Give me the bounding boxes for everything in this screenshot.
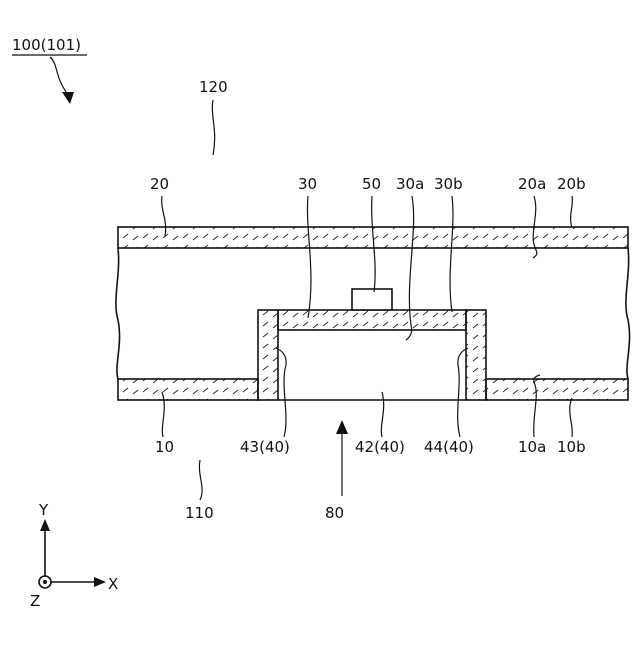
region-bottom-leader xyxy=(199,460,202,500)
right-break-edge xyxy=(626,248,630,379)
bottom-substrate-left xyxy=(118,379,258,400)
x-axis-arrowhead xyxy=(94,577,106,587)
region-top-label: 120 xyxy=(199,78,228,96)
substrate-bottom-outer-leader xyxy=(570,398,573,437)
substrate-top-outer-label: 20b xyxy=(557,175,586,193)
figure-ref-label: 100(101) xyxy=(12,36,81,54)
cap-outer-leader xyxy=(450,196,453,312)
substrate-top-inner-label: 20a xyxy=(518,175,546,193)
figure-ref-leader xyxy=(50,57,66,92)
substrate-top-outer-leader xyxy=(571,196,573,228)
y-axis-arrowhead xyxy=(40,519,50,531)
x-axis-label: X xyxy=(108,575,118,593)
cap-label: 30 xyxy=(298,175,317,193)
cavity-label: 42(40) xyxy=(355,438,405,456)
region-bottom-label: 110 xyxy=(185,504,214,522)
z-axis-label: Z xyxy=(30,592,40,610)
substrate-bottom-outer-label: 10b xyxy=(557,438,586,456)
element-block xyxy=(352,289,392,310)
y-axis-label: Y xyxy=(38,501,49,519)
substrate-bottom-label: 10 xyxy=(155,438,174,456)
wall-right-label: 44(40) xyxy=(424,438,474,456)
bottom-substrate-right xyxy=(486,379,628,400)
substrate-top-label: 20 xyxy=(150,175,169,193)
frame-wall-left xyxy=(258,310,278,400)
element-label: 50 xyxy=(362,175,381,193)
wall-left-label: 43(40) xyxy=(240,438,290,456)
opening-label: 80 xyxy=(325,504,344,522)
cavity-leader xyxy=(381,392,383,437)
coordinate-axes: Y X Z xyxy=(30,501,118,610)
z-axis-dot xyxy=(43,580,47,584)
figure-ref-arrowhead xyxy=(62,92,74,104)
cap-outer-label: 30b xyxy=(434,175,463,193)
substrate-bottom-inner-label: 10a xyxy=(518,438,546,456)
opening-arrowhead xyxy=(336,420,348,434)
left-break-edge xyxy=(116,248,120,379)
frame-wall-right xyxy=(466,310,486,400)
cap-leader xyxy=(307,196,311,318)
region-top-leader xyxy=(212,100,214,155)
cap-inner-label: 30a xyxy=(396,175,424,193)
cap-substrate xyxy=(278,310,466,330)
